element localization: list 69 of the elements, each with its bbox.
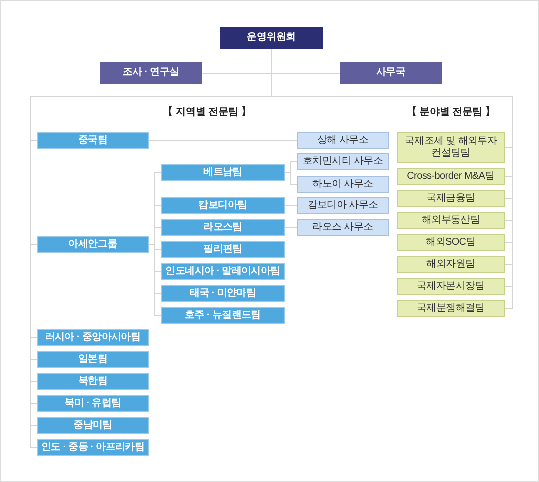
- team-box: [397, 278, 505, 295]
- connector-line: [284, 205, 298, 206]
- committee-box: [220, 27, 323, 49]
- node-label: 캄보디아 사무소: [308, 200, 378, 212]
- team-box: [37, 351, 149, 368]
- team-box: [161, 285, 285, 302]
- node-label: 인도 · 중동 · 아프리카팀: [41, 442, 145, 454]
- node-label: 상해 사무소: [318, 134, 368, 146]
- node-label: 사무국: [376, 67, 406, 79]
- node-label: 태국 · 미얀마팀: [190, 288, 256, 300]
- team-box: [161, 164, 285, 181]
- team-box: [161, 219, 285, 236]
- team-box: [397, 190, 505, 207]
- node-label: 중국팀: [78, 134, 108, 146]
- node-label: 북미 · 유럽팀: [64, 398, 122, 410]
- team-box: [161, 263, 285, 280]
- team-box: [397, 300, 505, 317]
- node-label: 조사 · 연구실: [122, 67, 180, 79]
- office-box: [297, 197, 389, 214]
- connector-line: [148, 244, 162, 316]
- node-label: 국제조세 및 해외투자 컨설팅팀: [404, 136, 498, 160]
- node-label: 라오스팀: [204, 222, 242, 234]
- team-box: [37, 395, 149, 412]
- office-box: [297, 153, 389, 170]
- team-box: [161, 241, 285, 258]
- node-label: Cross-border M&A팀: [407, 170, 495, 182]
- node-label: 북한팀: [78, 376, 108, 388]
- team-box: [397, 212, 505, 229]
- connector-line: [148, 140, 298, 141]
- node-label: 필리핀팀: [204, 244, 242, 256]
- section-heading: 【 분야별 전문팀 】: [407, 107, 496, 119]
- office-box: [297, 132, 389, 149]
- node-label: 인도네시아 · 말레이시아팀: [166, 266, 280, 278]
- node-label: 캄보디아팀: [198, 200, 248, 212]
- department-box: [340, 62, 442, 84]
- node-label: 운영위원회: [247, 32, 296, 44]
- node-label: 베트남팀: [204, 166, 242, 178]
- connector-line: [284, 227, 298, 228]
- node-label: 하노이 사무소: [312, 178, 374, 190]
- node-label: 호주 · 뉴질랜드팀: [185, 310, 261, 322]
- node-label: 해외SOC팀: [426, 236, 476, 248]
- node-label: 일본팀: [78, 354, 108, 366]
- department-box: [100, 62, 202, 84]
- team-box: [37, 329, 149, 346]
- team-box: [37, 236, 149, 253]
- office-box: [297, 219, 389, 236]
- team-box: [161, 197, 285, 214]
- node-label: 아세안그룹: [68, 238, 118, 250]
- team-box: [397, 132, 505, 163]
- office-box: [297, 176, 389, 193]
- node-label: 러시아 · 중앙아시아팀: [45, 332, 141, 344]
- node-label: 중남미팀: [74, 420, 112, 432]
- team-box: [161, 307, 285, 324]
- section-heading: 【 지역별 전문팀 】: [163, 107, 252, 119]
- team-box: [37, 439, 149, 456]
- node-label: 국제금융팀: [426, 192, 476, 204]
- team-box: [37, 373, 149, 390]
- node-label: 호치민시티 사무소: [302, 156, 384, 168]
- node-label: 국제자본시장팀: [417, 280, 485, 292]
- team-box: [37, 417, 149, 434]
- node-label: 해외자원팀: [426, 258, 476, 270]
- connector-line: [284, 172, 298, 185]
- node-label: 라오스 사무소: [312, 222, 374, 234]
- team-box: [397, 234, 505, 251]
- team-box: [397, 168, 505, 185]
- node-label: 국제분쟁해결팀: [417, 302, 485, 314]
- team-box: [397, 256, 505, 273]
- team-box: [37, 132, 149, 149]
- node-label: 해외부동산팀: [422, 214, 480, 226]
